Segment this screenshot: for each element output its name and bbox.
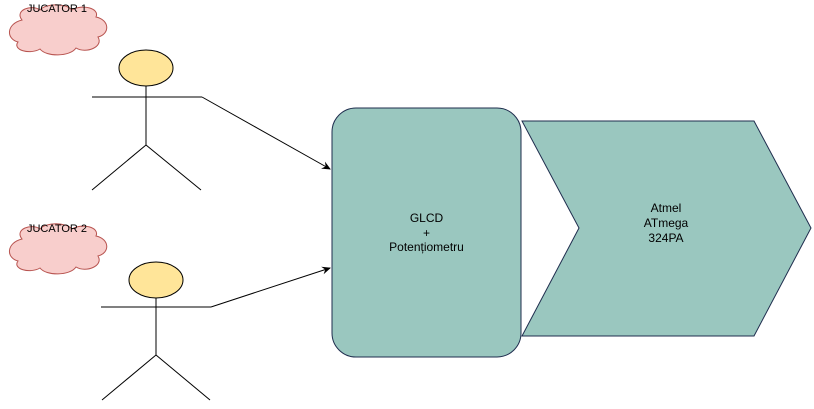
glcd-box-shape xyxy=(331,107,522,358)
player-1-right-leg xyxy=(145,144,202,191)
connector-player-1-to-glcd xyxy=(201,96,331,170)
mcu-chevron-line-1: Atmel xyxy=(651,201,682,215)
glcd-box-line-3: Potențiometru xyxy=(389,240,464,254)
glcd-box: GLCD + Potențiometru xyxy=(331,107,522,358)
player-1-group: JUCATOR 1 xyxy=(9,3,202,191)
glcd-box-line-1: GLCD xyxy=(410,211,444,225)
player-2-label: JUCATOR 2 xyxy=(27,223,87,235)
player-2-head xyxy=(128,261,184,299)
mcu-chevron-shape xyxy=(521,120,812,337)
mcu-chevron: Atmel ATmega 324PA xyxy=(521,120,812,337)
glcd-box-line-2: + xyxy=(423,226,430,240)
mcu-chevron-line-2: ATmega xyxy=(644,216,689,230)
player-1-left-leg xyxy=(91,144,147,191)
player-2-group: JUCATOR 2 xyxy=(9,223,211,401)
player-1-label: JUCATOR 1 xyxy=(27,3,87,15)
connector-player-2-to-glcd xyxy=(210,266,331,308)
player-1-head xyxy=(118,49,174,87)
player-1-cloud xyxy=(9,4,108,56)
mcu-chevron-line-3: 324PA xyxy=(648,231,683,245)
player-2-left-leg xyxy=(101,354,157,401)
player-2-cloud xyxy=(9,223,108,275)
player-2-right-leg xyxy=(155,354,211,401)
